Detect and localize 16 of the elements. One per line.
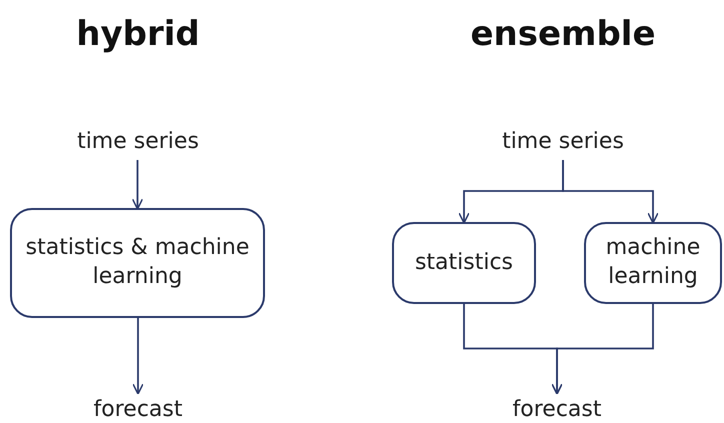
section-heading: ensemble bbox=[469, 14, 657, 54]
flow-label: time series bbox=[495, 125, 631, 160]
box-text: statistics & machine learning bbox=[24, 234, 250, 291]
box-text: statistics bbox=[414, 248, 514, 277]
process-box bbox=[10, 208, 265, 318]
process-box bbox=[392, 222, 536, 304]
section-heading: hybrid bbox=[75, 14, 201, 54]
arrow bbox=[562, 160, 659, 224]
flow-label: time series bbox=[70, 125, 206, 160]
flow-label: forecast bbox=[499, 393, 615, 423]
process-box bbox=[584, 222, 722, 304]
arrow bbox=[132, 318, 144, 395]
arrow bbox=[551, 304, 654, 395]
arrow bbox=[132, 160, 144, 210]
flow-label: forecast bbox=[80, 393, 196, 423]
box-text: machine learning bbox=[604, 234, 702, 291]
